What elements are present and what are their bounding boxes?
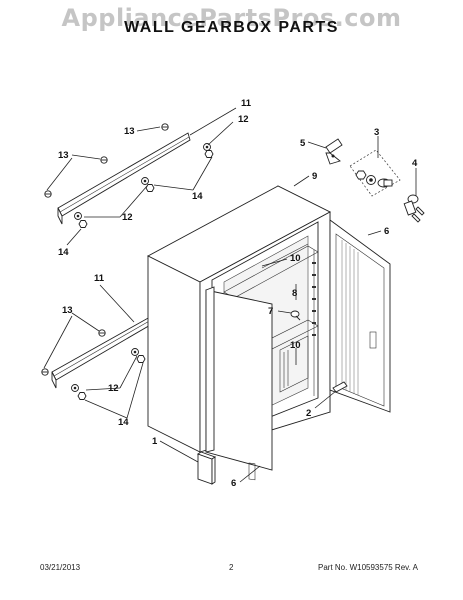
lower-screws (41, 329, 106, 376)
left-door (205, 286, 273, 481)
watermark-logo: AppliancePartsPros.com (61, 4, 402, 32)
callout-2: 2 (306, 408, 311, 419)
callout-13-lower: 13 (62, 305, 73, 316)
lock-and-keys (403, 194, 425, 223)
callout-6-right-door: 6 (384, 226, 389, 237)
callout-5: 5 (300, 138, 306, 149)
right-door (329, 219, 391, 413)
callout-14-lower: 14 (118, 417, 129, 428)
callout-12-upper-left: 12 (122, 212, 133, 223)
shelf-screw (290, 310, 301, 321)
callout-13-upper-left: 13 (58, 150, 69, 161)
door-bumper (332, 381, 348, 393)
callout-11-upper: 11 (241, 98, 252, 109)
callout-7: 7 (268, 306, 273, 317)
callout-11-lower: 11 (94, 273, 105, 284)
lower-nuts-washers (71, 348, 146, 400)
upper-screws (44, 123, 169, 198)
callout-3: 3 (374, 127, 379, 138)
callout-12-lower: 12 (108, 383, 119, 394)
callout-10-lower: 10 (290, 340, 301, 351)
upper-nuts-washers (74, 143, 214, 228)
callout-4: 4 (412, 158, 418, 169)
callout-14-upper-right: 14 (192, 191, 203, 202)
callout-14-upper-left: 14 (58, 247, 69, 258)
footer-part-number: Part No. W10593575 Rev. A (318, 563, 418, 572)
callout-12-upper-right: 12 (238, 114, 249, 125)
page-title: WALL GEARBOX PARTS (124, 19, 339, 36)
footer-page-number: 2 (229, 563, 234, 572)
footer-date: 03/21/2013 (40, 563, 81, 572)
callout-6-left-door: 6 (231, 478, 236, 489)
pull-handle (197, 451, 216, 485)
callout-labels: 11 13 12 13 14 12 14 11 13 12 14 5 3 4 9… (58, 98, 418, 489)
cam-lock-assembly (349, 149, 401, 197)
callout-10-upper: 10 (290, 253, 301, 264)
callout-9: 9 (312, 171, 317, 182)
callout-8: 8 (292, 288, 297, 299)
callout-13-upper-top: 13 (124, 126, 135, 137)
latch-bracket (325, 138, 343, 165)
upper-wall-rail (57, 132, 191, 225)
callout-1: 1 (152, 436, 158, 447)
